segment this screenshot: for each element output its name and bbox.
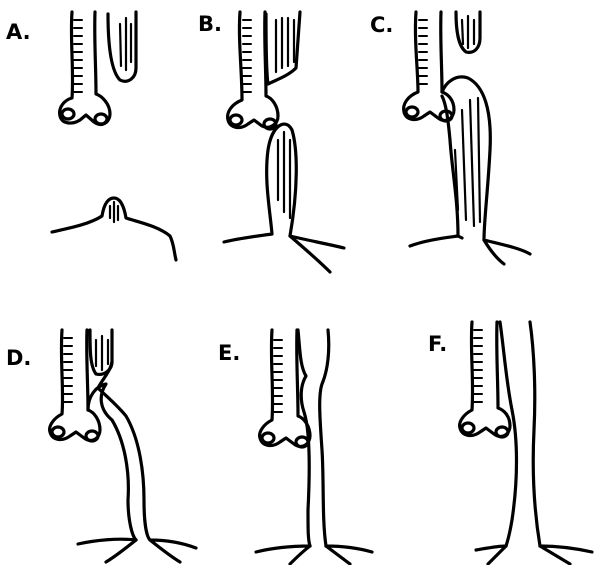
panel-e-tube-hatching: [274, 340, 282, 412]
panel-f-tube-opening-right: [496, 427, 508, 437]
panel-f-tube-hatching: [474, 330, 482, 402]
panel-c-tube-hatching: [419, 20, 427, 84]
panel-c-bud-shading: [455, 98, 480, 226]
panel-d-tube-opening-right: [86, 431, 98, 441]
panel-e-tube-opening-left: [262, 433, 274, 443]
panel-b-drawing: [224, 12, 344, 272]
panel-e-baseline: [256, 546, 372, 564]
panel-d-tube-hatching: [64, 338, 72, 402]
panel-c-tube-opening-left: [406, 107, 418, 117]
panel-b-tube-opening-left: [230, 115, 242, 125]
panel-f-baseline: [476, 546, 592, 564]
panel-a-bud-shading: [110, 202, 118, 222]
panel-a-tube-opening-left: [62, 109, 74, 119]
panel-f-tube-opening-left: [462, 423, 474, 433]
panel-c-drawing: [404, 12, 530, 264]
panel-a-limb-shading: [120, 18, 131, 70]
panel-e-tube-opening-right: [296, 437, 308, 447]
panel-a-drawing: [52, 12, 176, 260]
panel-e-drawing: [256, 330, 372, 564]
panel-b-tube: [228, 12, 278, 127]
panel-d-connecting-duct: [88, 362, 150, 540]
panel-c-tube: [404, 12, 454, 120]
panel-c-baseline-left: [410, 236, 462, 246]
panel-b-limb-shading: [276, 18, 294, 72]
panel-f-drawing: [460, 322, 592, 564]
panel-d-branch-shading: [96, 336, 108, 370]
panel-b-tube-hatching: [243, 20, 251, 92]
panel-a-tube-opening-right: [95, 114, 107, 124]
panel-d-baseline: [78, 539, 196, 562]
panel-d-drawing: [50, 330, 196, 562]
panel-d-tube-opening-left: [52, 427, 64, 437]
panel-c-upper-limb-shading: [462, 16, 474, 48]
panel-a-tube-hatching: [74, 20, 82, 92]
panel-b-bud-shading: [278, 132, 290, 218]
panel-d-tube: [50, 330, 100, 440]
